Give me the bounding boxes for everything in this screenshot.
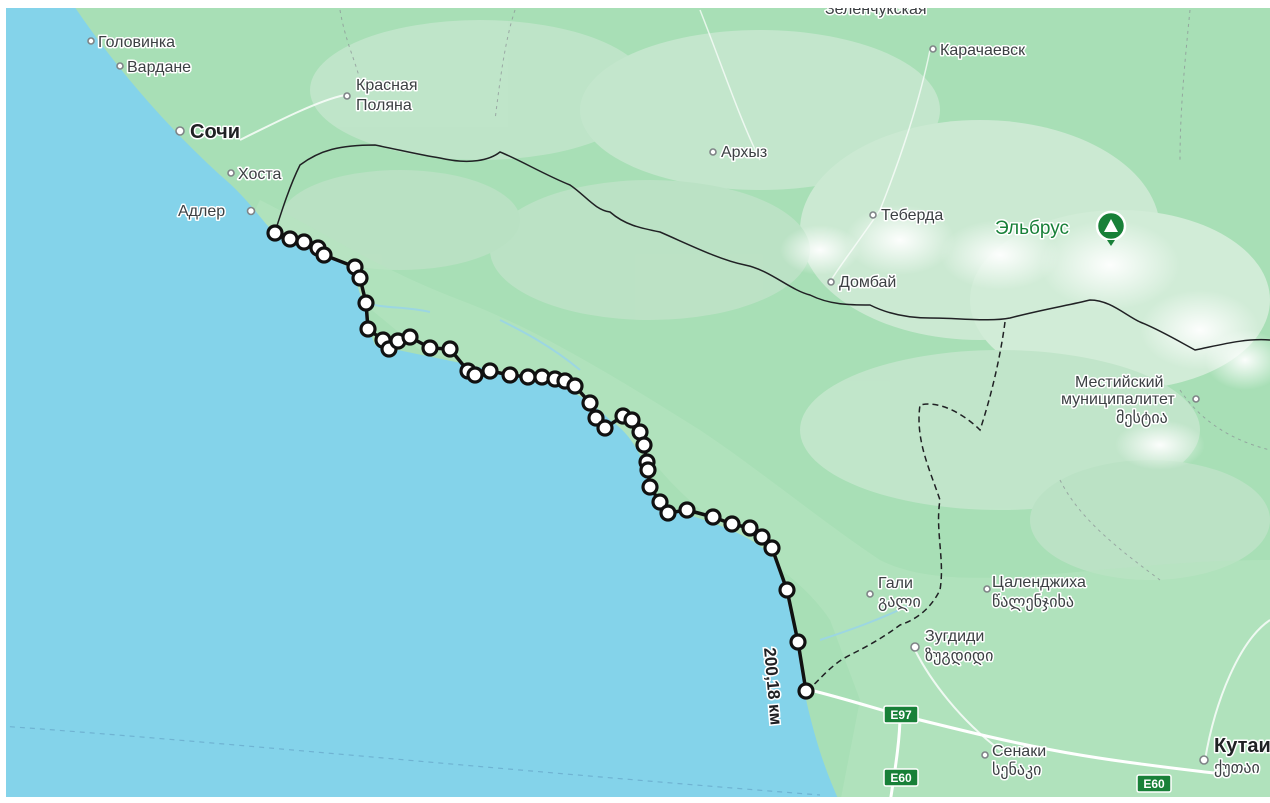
route-waypoint[interactable] — [466, 366, 484, 384]
place-kutaisi-ru: Кутаи — [1214, 735, 1270, 757]
svg-text:E60: E60 — [1143, 777, 1165, 791]
route-waypoint[interactable] — [635, 436, 653, 454]
route-waypoints[interactable] — [266, 224, 815, 700]
khosta-dot — [227, 169, 235, 177]
gali-dot — [866, 590, 874, 598]
road-shield-e97: E97 — [883, 705, 919, 724]
route-waypoint[interactable] — [566, 377, 584, 395]
place-khosta: Хоста — [238, 166, 282, 183]
place-mestia-line1: Местийский — [1075, 374, 1163, 391]
kutaisi-dot — [1199, 755, 1209, 765]
arkhyz-dot — [709, 148, 717, 156]
dombai-dot — [827, 278, 835, 286]
senaki-dot — [981, 751, 989, 759]
road-shield-e60-a: E60 — [883, 768, 919, 787]
route-waypoint[interactable] — [639, 461, 657, 479]
route-waypoint[interactable] — [266, 224, 284, 242]
place-teberda: Теберда — [881, 207, 943, 224]
place-krasnaya-line1: Красная — [356, 77, 418, 94]
place-dombai: Домбай — [839, 274, 896, 291]
teberda-dot — [869, 211, 877, 219]
place-arkhyz: Архыз — [721, 144, 767, 161]
frame-top — [0, 0, 1270, 8]
route-waypoint[interactable] — [441, 340, 459, 358]
place-zugdidi-ka: ზუგდიდი — [925, 647, 993, 665]
adler-dot — [246, 206, 256, 216]
route-waypoint[interactable] — [623, 411, 641, 429]
place-mestia-line2: муниципалитет — [1061, 391, 1175, 408]
route-waypoint[interactable] — [481, 362, 499, 380]
route-waypoint[interactable] — [641, 478, 659, 496]
krasnaya-dot — [343, 92, 351, 100]
place-gali-ru: Гали — [878, 575, 913, 592]
place-senaki-ka: სენაკი — [992, 761, 1041, 779]
place-labels: Головинка Вардане Сочи Хоста Адлер Красн… — [87, 0, 1270, 781]
place-karachaevsk: Карачаевск — [940, 42, 1026, 59]
road-shield-e60-b: E60 — [1136, 774, 1172, 793]
place-elbrus: Эльбрус — [995, 218, 1069, 239]
admin-borders — [339, 9, 1270, 581]
place-tsalenjikha-ru: Цаленджиха — [992, 574, 1086, 591]
route-waypoint[interactable] — [281, 230, 299, 248]
mestia-dot — [1192, 395, 1200, 403]
route-waypoint[interactable] — [501, 366, 519, 384]
route-waypoint[interactable] — [421, 339, 439, 357]
mountain-relief — [280, 20, 1270, 580]
route-waypoint[interactable] — [741, 519, 759, 537]
route-waypoint[interactable] — [351, 269, 369, 287]
route-waypoint[interactable] — [659, 504, 677, 522]
maritime-boundary — [0, 725, 821, 796]
elbrus-peak-marker[interactable] — [1095, 183, 1127, 246]
country-border — [274, 144, 1270, 351]
route-waypoint[interactable] — [315, 246, 333, 264]
route-waypoint[interactable] — [778, 581, 796, 599]
place-krasnaya-line2: Поляна — [356, 97, 412, 114]
place-sochi: Сочи — [190, 121, 240, 143]
zugdidi-dot — [910, 642, 920, 652]
route-waypoint[interactable] — [581, 394, 599, 412]
place-vardane: Вардане — [127, 59, 191, 76]
disputed-border — [807, 321, 1006, 691]
route-waypoint[interactable] — [723, 515, 741, 533]
route-waypoint[interactable] — [763, 539, 781, 557]
place-zugdidi-ru: Зугдиди — [925, 628, 984, 645]
place-kutaisi-ka: ქუთაი — [1214, 759, 1260, 777]
route-waypoint[interactable] — [519, 368, 537, 386]
route-waypoint[interactable] — [401, 328, 419, 346]
route-waypoint[interactable] — [357, 294, 375, 312]
golovinka-dot — [87, 37, 95, 45]
route-waypoint[interactable] — [678, 501, 696, 519]
route-waypoint[interactable] — [295, 233, 313, 251]
place-adler: Адлер — [178, 203, 225, 220]
route-waypoint[interactable] — [797, 682, 815, 700]
route-waypoint[interactable] — [753, 528, 771, 546]
route-waypoint[interactable] — [359, 320, 377, 338]
snow-areas — [780, 205, 1270, 470]
svg-text:E97: E97 — [890, 708, 912, 722]
svg-text:E60: E60 — [890, 771, 912, 785]
mountain-peak-icon — [1104, 219, 1118, 232]
route-waypoint[interactable] — [651, 493, 669, 511]
tsalenjikha-dot — [983, 585, 991, 593]
vardane-dot — [116, 62, 124, 70]
sochi-dot — [175, 126, 185, 136]
route-waypoint[interactable] — [789, 633, 807, 651]
place-gali-ka: გალი — [878, 594, 921, 611]
black-sea — [0, 0, 840, 803]
place-golovinka: Головинка — [98, 34, 175, 51]
karachaevsk-dot — [929, 45, 937, 53]
lowland-area — [250, 200, 1270, 803]
frame-bottom — [0, 797, 1270, 803]
route-waypoint[interactable] — [704, 508, 722, 526]
frame-left — [0, 0, 6, 803]
place-mestia-line3: მესტია — [1116, 409, 1168, 427]
peak-marker-pointer — [1107, 240, 1115, 246]
place-tsalenjikha-ka: წალენჯიხა — [992, 593, 1074, 611]
route-waypoint[interactable] — [596, 419, 614, 437]
place-senaki-ru: Сенаки — [992, 743, 1046, 760]
